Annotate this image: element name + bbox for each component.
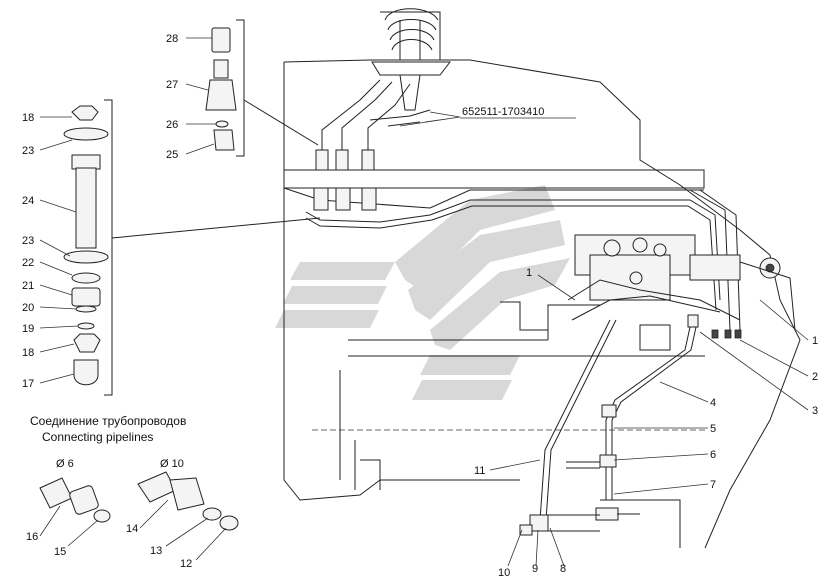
callout-3: 3	[812, 405, 818, 417]
pipe-connector-details	[39, 471, 239, 531]
callout-20: 20	[22, 302, 34, 314]
callout-15: 15	[54, 546, 66, 558]
callout-23: 23	[22, 145, 34, 157]
callout-24: 24	[22, 195, 34, 207]
callout-6: 6	[710, 449, 716, 461]
callout-21: 21	[22, 280, 34, 292]
callout-25: 25	[166, 149, 178, 161]
vehicle-body-outline	[283, 8, 801, 549]
callout-17: 17	[22, 378, 34, 390]
caption-russian: Соединение трубопроводов	[30, 414, 186, 428]
callout-27: 27	[166, 79, 178, 91]
callout-12: 12	[180, 558, 192, 570]
callout-26: 26	[166, 119, 178, 131]
valve-fittings	[305, 149, 742, 339]
callout-2: 2	[812, 371, 818, 383]
upper-exploded-parts	[205, 19, 319, 157]
watermark-logo	[275, 185, 570, 400]
callout-8: 8	[560, 563, 566, 575]
callout-11: 11	[474, 465, 485, 477]
callout-1-right: 1	[812, 335, 818, 347]
lower-pipes	[519, 314, 699, 536]
callout-4: 4	[710, 397, 716, 409]
callout-18-lower: 18	[22, 347, 34, 359]
caption-english: Connecting pipelines	[42, 430, 153, 444]
upper-pipes	[321, 79, 431, 150]
callout-28: 28	[166, 33, 178, 45]
callout-16: 16	[26, 531, 38, 543]
callout-13: 13	[150, 545, 162, 557]
callout-7: 7	[710, 479, 716, 491]
diameter-10-label: Ø 10	[160, 458, 184, 470]
callout-10: 10	[498, 567, 510, 579]
callout-14: 14	[126, 523, 138, 535]
diameter-6-label: Ø 6	[56, 458, 74, 470]
callout-1-upper: 1	[526, 267, 532, 279]
callout-9: 9	[532, 563, 538, 575]
callout-18: 18	[22, 112, 34, 124]
callout-19: 19	[22, 323, 34, 335]
callout-22: 22	[22, 257, 34, 269]
leader-lines	[39, 37, 809, 567]
callout-5: 5	[710, 423, 716, 435]
callout-23-lower: 23	[22, 235, 34, 247]
left-exploded-parts	[63, 99, 321, 396]
part-number-label: 652511-1703410	[462, 106, 544, 118]
control-unit	[567, 234, 796, 331]
